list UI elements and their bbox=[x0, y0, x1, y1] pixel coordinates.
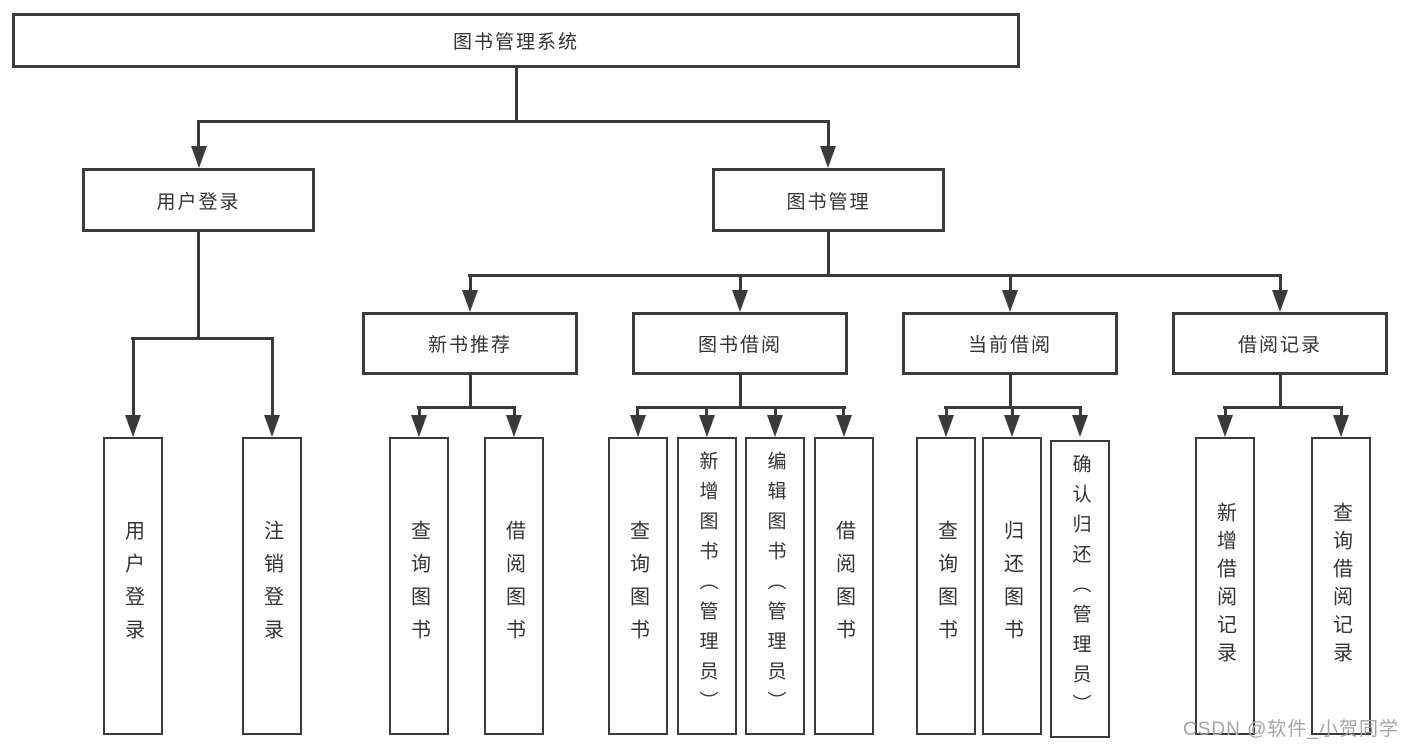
connector-line bbox=[842, 406, 845, 418]
arrowhead-down-icon bbox=[938, 415, 954, 437]
node-current-borrowing: 当前借阅 bbox=[902, 312, 1118, 375]
connector-line bbox=[739, 274, 742, 294]
arrowhead-down-icon bbox=[191, 146, 207, 168]
node-user-login-label: 用户登录 bbox=[156, 191, 241, 213]
connector-line bbox=[418, 406, 421, 418]
node-user-login: 用户登录 bbox=[82, 168, 315, 232]
connector-line bbox=[1279, 375, 1282, 409]
leaf-records-query-record-label: 查询借阅记录 bbox=[1329, 502, 1352, 670]
leaf-current-confirm-return: 确认归还（管理员） bbox=[1050, 440, 1110, 738]
connector-line bbox=[515, 68, 518, 120]
leaf-logout: 注销登录 bbox=[242, 437, 302, 735]
node-borrowing-records-label: 借阅记录 bbox=[1237, 335, 1322, 356]
connector-line bbox=[271, 337, 274, 419]
connector-line bbox=[469, 274, 472, 294]
leaf-current-query-books-label: 查询图书 bbox=[934, 520, 957, 652]
arrowhead-down-icon bbox=[1217, 415, 1233, 437]
arrowhead-down-icon bbox=[506, 415, 522, 437]
node-borrowing-records: 借阅记录 bbox=[1172, 312, 1388, 375]
connector-line bbox=[469, 375, 472, 409]
leaf-borrowing-edit-books: 编辑图书（管理员） bbox=[745, 437, 805, 735]
node-root-label: 图书管理系统 bbox=[452, 32, 579, 53]
node-book-borrowing-label: 图书借阅 bbox=[697, 335, 782, 356]
connector-line bbox=[827, 232, 830, 277]
leaf-records-add-record: 新增借阅记录 bbox=[1195, 437, 1255, 735]
connector-line bbox=[197, 120, 200, 148]
node-book-borrowing: 图书借阅 bbox=[632, 312, 848, 375]
leaf-current-return-books-label: 归还图书 bbox=[1000, 520, 1023, 652]
node-root: 图书管理系统 bbox=[12, 13, 1020, 68]
arrowhead-down-icon bbox=[264, 415, 280, 437]
node-book-management-label: 图书管理 bbox=[786, 191, 871, 213]
connector-line bbox=[1079, 406, 1082, 418]
arrowhead-down-icon bbox=[1333, 415, 1349, 437]
leaf-records-add-record-label: 新增借阅记录 bbox=[1213, 502, 1236, 670]
leaf-recommend-borrow-books: 借阅图书 bbox=[484, 437, 544, 735]
connector-line bbox=[827, 120, 830, 148]
watermark: CSDN @软件_小贺同学 bbox=[1183, 719, 1399, 740]
connector-line bbox=[774, 406, 777, 418]
leaf-borrowing-query-books-label: 查询图书 bbox=[626, 520, 649, 652]
arrowhead-down-icon bbox=[462, 290, 478, 312]
arrowhead-down-icon bbox=[411, 415, 427, 437]
node-new-book-recommend: 新书推荐 bbox=[362, 312, 578, 375]
connector-line bbox=[636, 406, 639, 418]
connector-line bbox=[197, 120, 830, 123]
connector-line bbox=[1224, 406, 1227, 418]
leaf-borrowing-add-books: 新增图书（管理员） bbox=[677, 437, 737, 735]
leaf-recommend-query-books: 查询图书 bbox=[389, 437, 449, 735]
arrowhead-down-icon bbox=[767, 415, 783, 437]
arrowhead-down-icon bbox=[1002, 290, 1018, 312]
arrowhead-down-icon bbox=[1004, 415, 1020, 437]
leaf-user-login: 用户登录 bbox=[103, 437, 163, 735]
connector-line bbox=[417, 406, 516, 409]
leaf-records-query-record: 查询借阅记录 bbox=[1311, 437, 1371, 735]
connector-line bbox=[132, 337, 135, 419]
arrowhead-down-icon bbox=[836, 415, 852, 437]
leaf-borrowing-borrow-books-label: 借阅图书 bbox=[832, 520, 855, 652]
leaf-recommend-borrow-books-label: 借阅图书 bbox=[502, 520, 525, 652]
leaf-current-return-books: 归还图书 bbox=[982, 437, 1042, 735]
arrowhead-down-icon bbox=[820, 146, 836, 168]
leaf-user-login-label: 用户登录 bbox=[121, 520, 144, 652]
arrowhead-down-icon bbox=[732, 290, 748, 312]
arrowhead-down-icon bbox=[1072, 415, 1088, 437]
arrowhead-down-icon bbox=[1272, 290, 1288, 312]
node-book-management: 图书管理 bbox=[712, 168, 945, 232]
node-new-book-recommend-label: 新书推荐 bbox=[427, 335, 512, 356]
leaf-borrowing-edit-books-label: 编辑图书（管理员） bbox=[764, 451, 786, 721]
connector-line bbox=[1279, 274, 1282, 294]
connector-line bbox=[945, 406, 948, 418]
connector-line bbox=[705, 406, 708, 418]
node-current-borrowing-label: 当前借阅 bbox=[967, 335, 1052, 356]
leaf-current-query-books: 查询图书 bbox=[916, 437, 976, 735]
connector-line bbox=[1009, 375, 1012, 409]
connector-line bbox=[1011, 406, 1014, 418]
connector-line bbox=[468, 274, 1282, 277]
connector-line bbox=[197, 232, 200, 340]
arrowhead-down-icon bbox=[630, 415, 646, 437]
connector-line bbox=[131, 337, 273, 340]
leaf-recommend-query-books-label: 查询图书 bbox=[407, 520, 430, 652]
connector-line bbox=[636, 406, 846, 409]
leaf-borrowing-query-books: 查询图书 bbox=[608, 437, 668, 735]
leaf-borrowing-add-books-label: 新增图书（管理员） bbox=[696, 451, 718, 721]
connector-line bbox=[1223, 406, 1342, 409]
leaf-current-confirm-return-label: 确认归还（管理员） bbox=[1069, 454, 1091, 724]
leaf-borrowing-borrow-books: 借阅图书 bbox=[814, 437, 874, 735]
connector-line bbox=[513, 406, 516, 418]
connector-line bbox=[1340, 406, 1343, 418]
arrowhead-down-icon bbox=[125, 415, 141, 437]
connector-line bbox=[1009, 274, 1012, 294]
leaf-logout-label: 注销登录 bbox=[260, 520, 283, 652]
arrowhead-down-icon bbox=[699, 415, 715, 437]
connector-line bbox=[739, 375, 742, 409]
